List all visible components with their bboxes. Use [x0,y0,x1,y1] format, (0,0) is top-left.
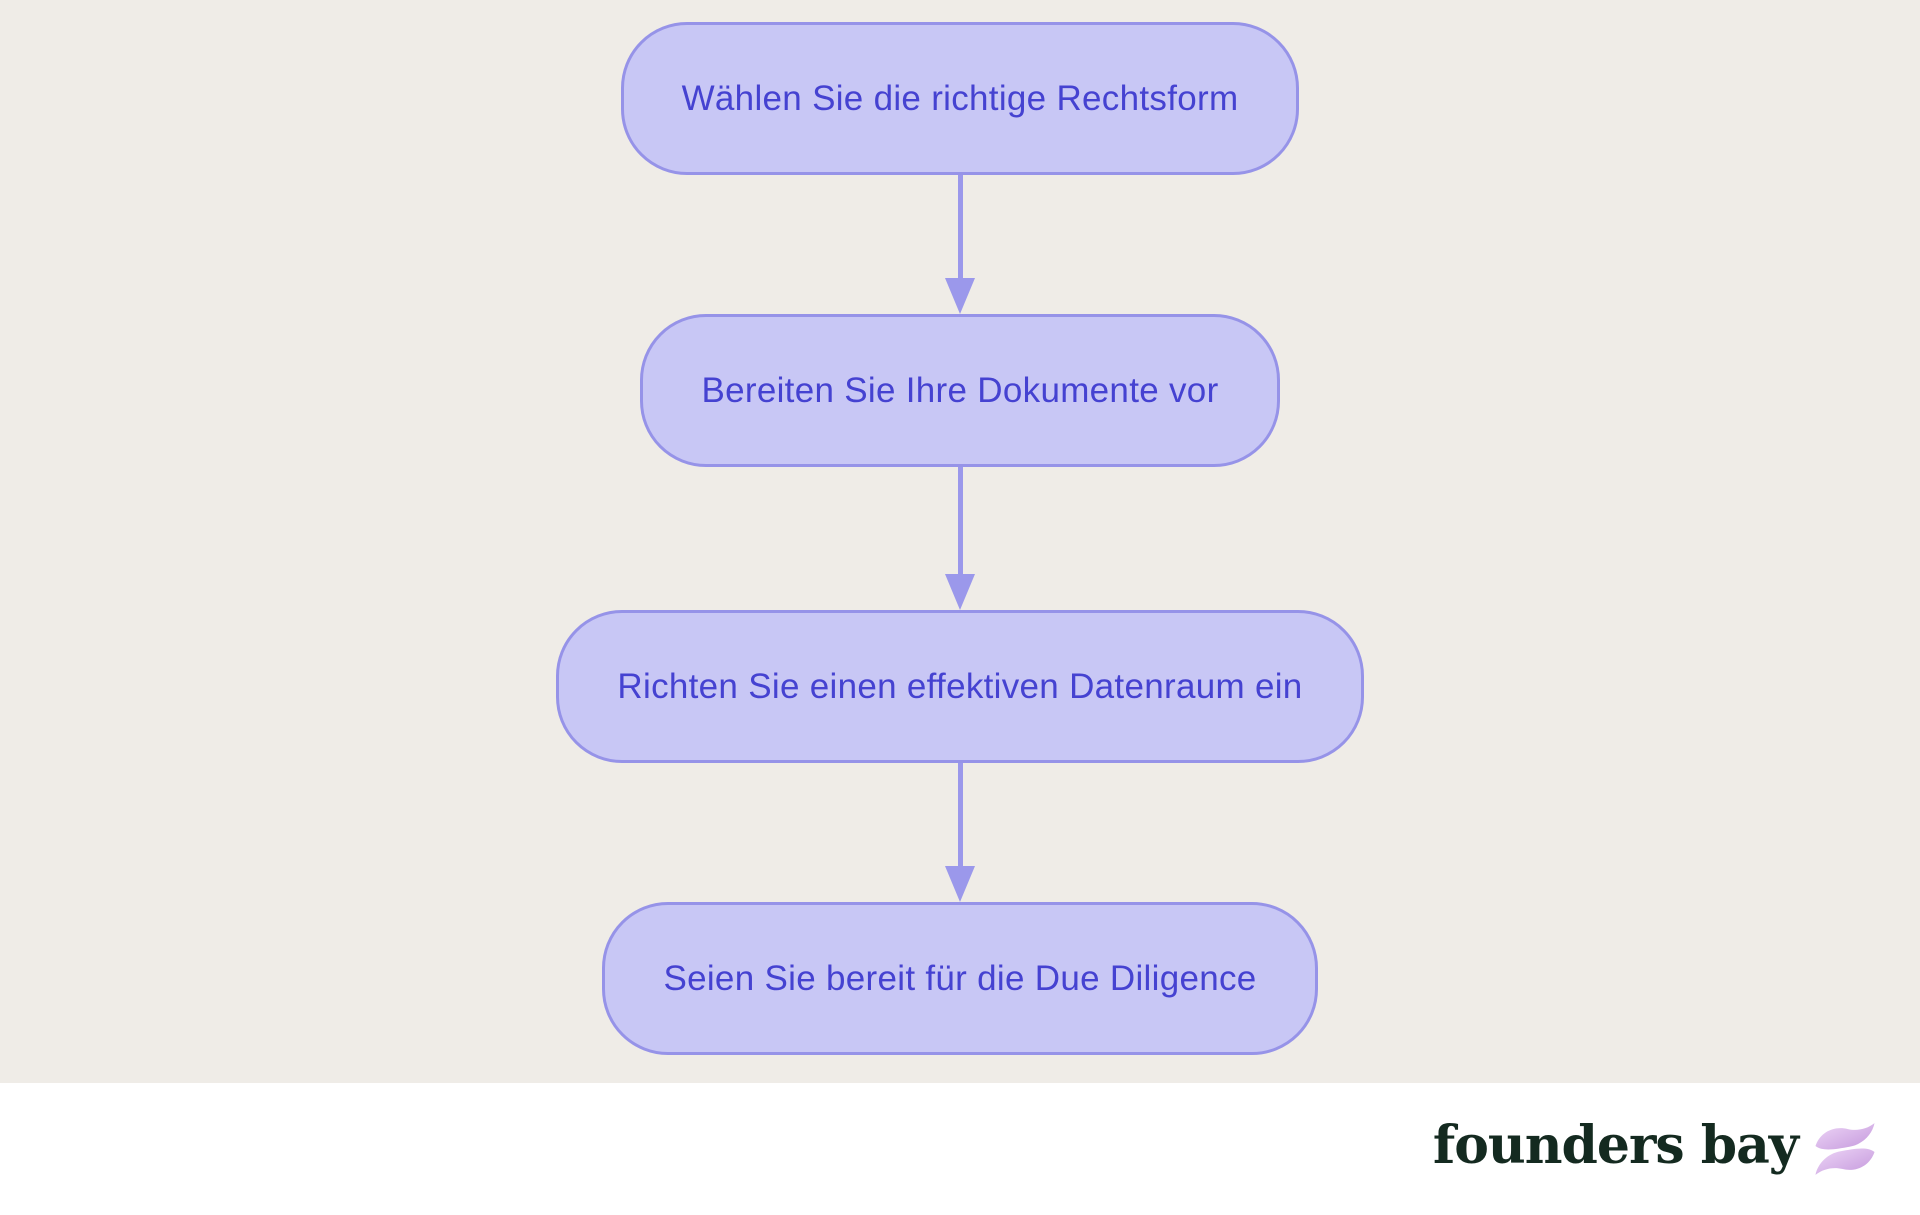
flow-step-due-diligence: Seien Sie bereit für die Due Diligence [602,902,1318,1055]
founders-bay-logo: founders bay [1433,1120,1876,1178]
double-wave-icon [1815,1123,1875,1175]
flow-arrow-down-icon [945,175,975,314]
arrow-line [957,175,963,278]
flow-arrow-down-icon [945,467,975,610]
arrow-line [957,467,963,574]
flow-step-label: Wählen Sie die richtige Rechtsform [681,78,1239,118]
flow-step-rechtsform: Wählen Sie die richtige Rechtsform [620,22,1300,175]
arrow-head [945,866,975,902]
arrow-head [945,574,975,610]
flow-step-datenraum: Richten Sie einen effektiven Datenraum e… [556,610,1364,763]
arrow-head [945,278,975,314]
flow-step-label: Richten Sie einen effektiven Datenraum e… [617,666,1303,706]
flow-step-label: Bereiten Sie Ihre Dokumente vor [701,370,1219,410]
flow-step-dokumente: Bereiten Sie Ihre Dokumente vor [640,314,1280,467]
flow-step-label: Seien Sie bereit für die Due Diligence [663,958,1257,998]
footer: founders bay [0,1083,1920,1215]
brand-name: founders bay [1432,1115,1799,1176]
arrow-line [957,763,963,866]
flowchart: Wählen Sie die richtige Rechtsform Berei… [0,0,1920,1083]
flow-arrow-down-icon [945,763,975,902]
